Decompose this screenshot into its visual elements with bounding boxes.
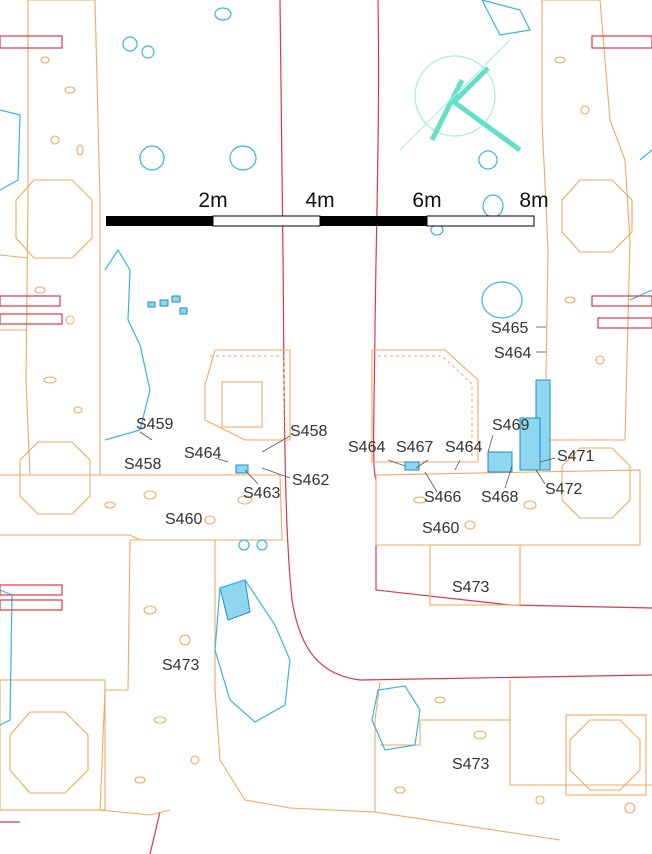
scale-segment-3	[320, 216, 427, 226]
scale-segment-2	[212, 215, 321, 227]
leader-lines	[139, 326, 556, 493]
s473-left-block	[0, 539, 381, 816]
right-pillar-mid	[561, 447, 631, 519]
label-s468: S468	[481, 489, 518, 506]
left-square-structure	[204, 349, 291, 441]
right-pillar-bottom	[569, 719, 641, 791]
left-pillar-mid	[19, 441, 91, 515]
left-wall-structure	[0, 0, 101, 515]
label-s473: S473	[452, 579, 489, 596]
blue-brick-cluster	[147, 295, 551, 474]
s460-right-band	[375, 469, 641, 546]
label-s458: S458	[290, 423, 327, 440]
feature-labels: S459 S458 S464 S458 S463 S462 S460 S473 …	[124, 320, 594, 773]
label-s463: S463	[243, 485, 280, 502]
left-pillar-top	[15, 179, 93, 259]
label-s464: S464	[494, 345, 531, 362]
right-wall-structure	[541, 0, 633, 519]
cyan-features	[0, 0, 652, 751]
scale-tick-2m: 2m	[198, 189, 227, 212]
label-s464: S464	[348, 439, 385, 456]
north-arrow-icon	[399, 39, 522, 153]
s460-left-band	[0, 474, 283, 541]
right-square-structure	[371, 349, 479, 463]
scale-tick-6m: 6m	[412, 189, 441, 212]
label-s472: S472	[545, 481, 582, 498]
label-s465: S465	[491, 320, 528, 337]
label-s460: S460	[165, 511, 202, 528]
label-s462: S462	[292, 472, 329, 489]
label-s471: S471	[557, 448, 594, 465]
label-s459: S459	[136, 416, 173, 433]
scale-tick-4m: 4m	[305, 189, 334, 212]
label-s464: S464	[184, 445, 221, 462]
label-s464: S464	[445, 439, 482, 456]
label-s467: S467	[396, 439, 433, 456]
left-pillar-bottom	[9, 711, 89, 794]
label-s469: S469	[492, 417, 529, 434]
red-brick-rows	[0, 35, 652, 611]
label-s458: S458	[124, 456, 161, 473]
scale-tick-8m: 8m	[519, 189, 548, 212]
label-s473: S473	[162, 657, 199, 674]
label-s473: S473	[452, 756, 489, 773]
scale-bar: 2m 4m 6m 8m	[106, 189, 549, 227]
scale-segment-4	[426, 215, 535, 227]
label-s466: S466	[424, 489, 461, 506]
right-pillar-top	[561, 179, 633, 253]
s473-right-blocks	[374, 544, 652, 841]
scale-segment-1	[106, 216, 213, 226]
label-s460: S460	[422, 520, 459, 537]
